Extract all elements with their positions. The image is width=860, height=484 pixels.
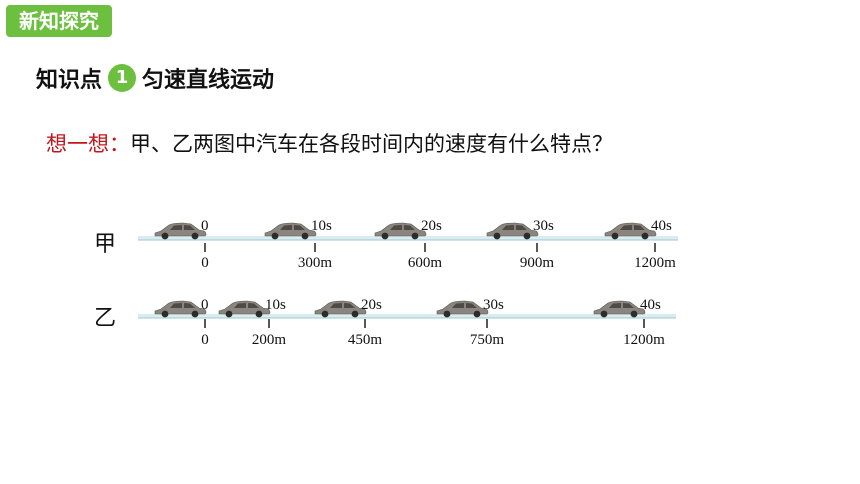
think-question: 想一想：甲、乙两图中汽车在各段时间内的速度有什么特点？ — [46, 128, 613, 158]
car-1-1 — [218, 300, 271, 318]
time-label-0-0: 0 — [201, 218, 209, 234]
road-1 — [138, 314, 676, 318]
question-label: 想一想： — [46, 132, 130, 156]
distance-label-1-3: 750m — [470, 332, 505, 348]
car-1-4 — [593, 300, 646, 318]
time-label-0-4: 40s — [651, 218, 672, 234]
time-label-1-0: 0 — [201, 297, 209, 313]
car-0-0 — [154, 222, 207, 240]
distance-label-1-4: 1200m — [623, 332, 665, 348]
car-0-1 — [264, 222, 317, 240]
time-label-1-3: 30s — [483, 297, 504, 313]
question-text: 甲、乙两图中汽车在各段时间内的速度有什么特点？ — [130, 132, 613, 156]
time-label-0-3: 30s — [533, 218, 554, 234]
distance-label-1-1: 200m — [252, 332, 287, 348]
row-label-yi: 乙 — [94, 306, 117, 331]
number-badge: 1 — [108, 64, 137, 92]
row-label-jia: 甲 — [94, 232, 117, 257]
time-label-0-1: 10s — [311, 218, 332, 234]
car-0-2 — [374, 222, 427, 240]
distance-label-0-4: 1200m — [634, 255, 676, 271]
distance-label-0-1: 300m — [298, 255, 333, 271]
distance-label-0-0: 0 — [201, 255, 209, 271]
time-label-1-1: 10s — [265, 297, 286, 313]
distance-label-0-3: 900m — [520, 255, 555, 271]
car-0-4 — [604, 222, 657, 240]
car-1-2 — [314, 300, 367, 318]
road-0 — [138, 236, 678, 240]
car-0-3 — [486, 222, 539, 240]
distance-label-1-2: 450m — [348, 332, 383, 348]
heading-title: 匀速直线运动 — [142, 68, 275, 93]
section-tag: 新知探究 — [6, 5, 112, 37]
time-label-1-4: 40s — [640, 297, 661, 313]
heading-prefix: 知识点 — [36, 68, 103, 93]
distance-label-1-0: 0 — [201, 332, 209, 348]
time-label-1-2: 20s — [361, 297, 382, 313]
time-label-0-2: 20s — [421, 218, 442, 234]
distance-label-0-2: 600m — [408, 255, 443, 271]
knowledge-point-heading: 知识点 1 匀速直线运动 — [36, 60, 274, 96]
car-1-3 — [436, 300, 489, 318]
car-1-0 — [154, 300, 207, 318]
